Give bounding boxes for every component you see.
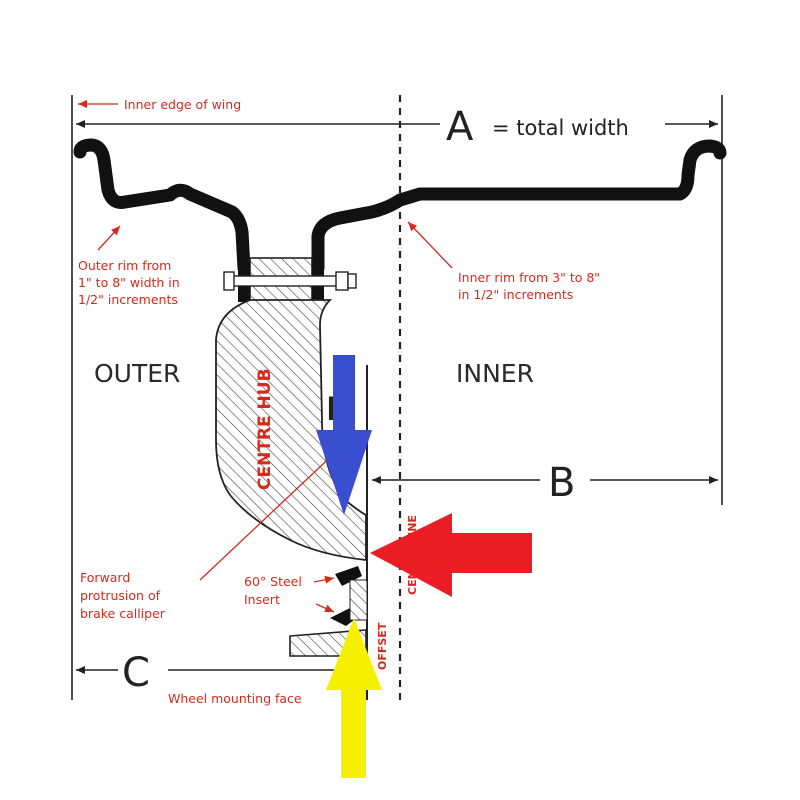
rim-profile [73,138,727,275]
a-total-width-label: = total width [492,116,629,140]
steel-insert-label: 60° Steel Insert [244,574,306,607]
b-letter: B [548,460,575,506]
hub-flange [223,257,357,304]
inner-rim-label: Inner rim from 3" to 8" in 1/2" incremen… [458,270,604,302]
c-letter: C [122,650,150,696]
outer-rim-leader [97,225,121,251]
yellow-arrow [326,618,382,778]
centre-hub-label: CENTRE HUB [255,368,275,490]
outer-rim-label: Outer rim from 1" to 8" width in 1/2" in… [78,258,184,307]
insert-leader-2 [315,603,335,613]
red-arrow [370,513,532,597]
inner-rim-leader [407,221,453,269]
offset-label: OFFSET [376,622,389,670]
mounting-face-label: Wheel mounting face [168,691,302,706]
insert-leader-1 [313,575,335,584]
blue-arrow [316,355,372,515]
a-letter: A [446,104,474,150]
forward-calliper-label: Forward protrusion of brake calliper [80,570,166,621]
inner-edge-label: Inner edge of wing [124,97,241,112]
steel-insert [330,566,368,626]
calliper-leader [199,447,341,581]
outer-label: OUTER [94,359,180,388]
inner-label: INNER [456,359,534,388]
centre-hub-body [215,299,367,562]
